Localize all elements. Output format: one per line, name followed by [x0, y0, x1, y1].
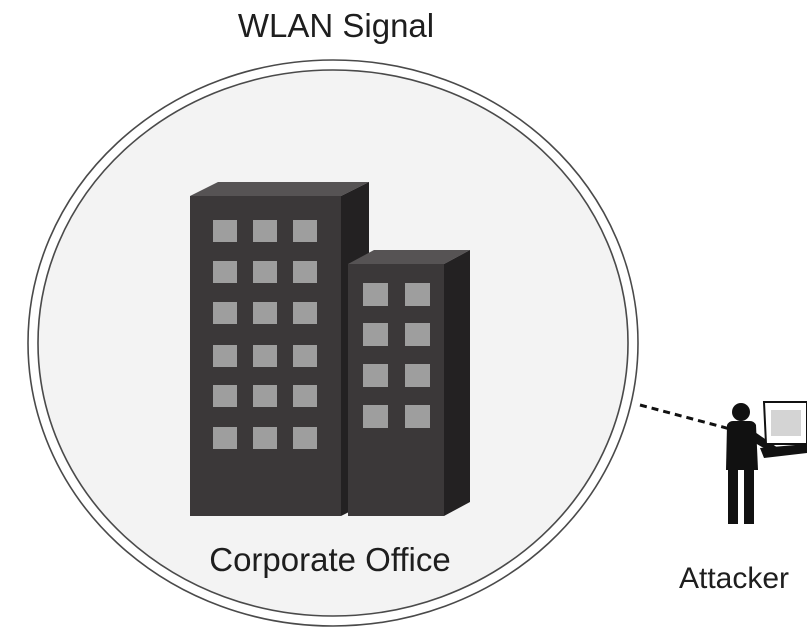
window — [213, 261, 237, 283]
window — [405, 283, 430, 306]
window — [213, 302, 237, 324]
attacker-label: Attacker — [679, 562, 789, 595]
attacker-body — [726, 421, 758, 470]
window — [293, 261, 317, 283]
laptop-screen — [771, 410, 801, 436]
window — [405, 405, 430, 428]
laptop-icon — [760, 401, 807, 458]
wlan-signal-label: WLAN Signal — [238, 7, 434, 44]
window — [363, 364, 388, 387]
window — [253, 220, 277, 242]
attacker-right-leg — [744, 468, 754, 524]
window — [253, 302, 277, 324]
window — [293, 345, 317, 367]
window — [253, 427, 277, 449]
window — [213, 220, 237, 242]
person-with-laptop-icon — [726, 401, 807, 524]
window — [293, 302, 317, 324]
attacker-head — [732, 403, 750, 421]
signal-inner-ring — [37, 69, 629, 617]
window — [213, 427, 237, 449]
window — [363, 323, 388, 346]
corporate-office-label: Corporate Office — [209, 541, 451, 578]
dashed-connection-line — [639, 403, 735, 432]
window — [253, 345, 277, 367]
tall-tower-windows — [213, 220, 317, 449]
window — [293, 385, 317, 407]
window — [213, 345, 237, 367]
window — [405, 323, 430, 346]
short-tower-windows — [363, 283, 430, 428]
window — [363, 283, 388, 306]
tall-tower-top — [190, 182, 369, 196]
short-tower-top — [348, 250, 470, 264]
window — [405, 364, 430, 387]
window — [253, 385, 277, 407]
laptop-base — [760, 444, 807, 458]
signal-outer-ring — [27, 59, 639, 627]
attacker-left-leg — [728, 468, 738, 524]
short-tower-side — [444, 250, 470, 516]
window — [213, 385, 237, 407]
window — [253, 261, 277, 283]
office-building-icon — [190, 182, 470, 516]
window — [293, 220, 317, 242]
window — [293, 427, 317, 449]
window — [363, 405, 388, 428]
